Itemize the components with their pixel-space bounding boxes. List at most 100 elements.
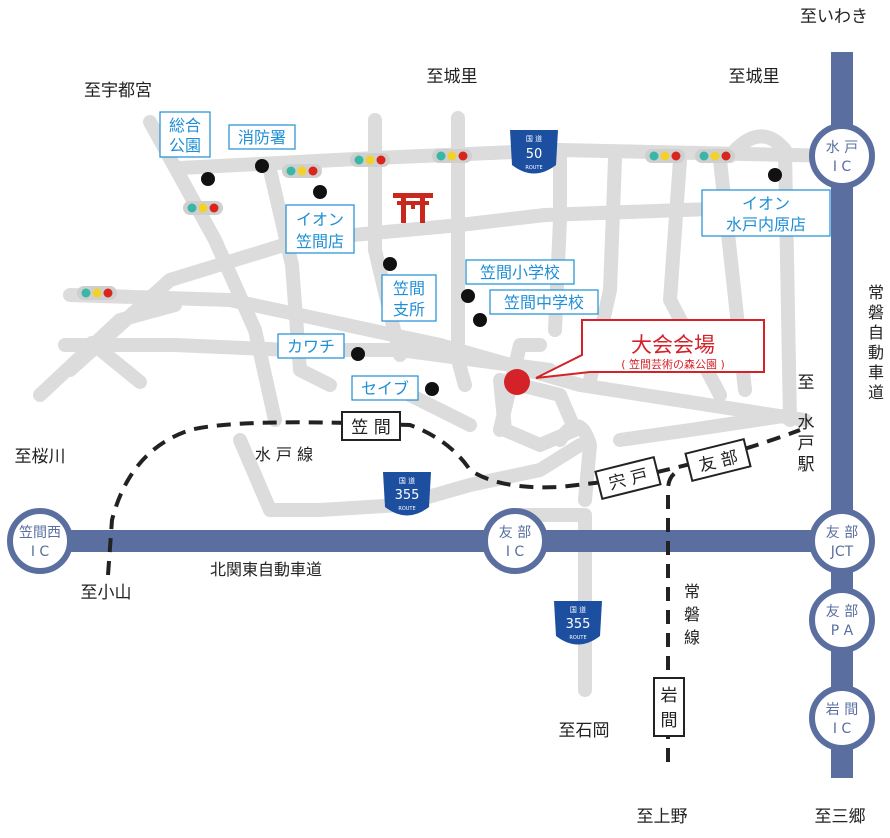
shrine-torii-icon <box>393 193 433 223</box>
venue-subtitle: ( 笠間芸術の森公園 ) <box>621 357 725 371</box>
label-kasama-shisho: 笠間 支所 <box>381 274 437 322</box>
svg-text:セイブ: セイブ <box>361 379 409 398</box>
landmark-dots <box>201 159 782 396</box>
svg-text:動: 動 <box>868 343 884 362</box>
direction-labels: 至いわき 至宇都宮 至城里 至城里 至桜川 至小山 至石岡 至上野 至三郷 至 … <box>15 7 869 827</box>
svg-text:カワチ: カワチ <box>287 337 335 356</box>
landmark-labels: 総合 公園 消防署 イオン 笠間店 笠間 支所 笠間小学校 笠間中学校 カワチ <box>159 111 831 401</box>
svg-text:常: 常 <box>868 283 884 302</box>
svg-text:友 部: 友 部 <box>826 525 858 541</box>
ic-mito: 水 戸 I C <box>809 123 875 189</box>
label-aeon-mito: イオン 水戸内原店 <box>701 189 831 237</box>
svg-text:水戸内原店: 水戸内原店 <box>726 215 806 234</box>
dir-misato: 至三郷 <box>815 807 866 827</box>
svg-text:ROUTE: ROUTE <box>398 506 415 512</box>
svg-text:国 道: 国 道 <box>526 134 542 143</box>
svg-text:355: 355 <box>566 617 591 632</box>
svg-text:岩: 岩 <box>661 686 678 706</box>
label-kawachi: カワチ <box>277 333 345 359</box>
svg-text:至: 至 <box>798 373 815 393</box>
dir-oyama: 至小山 <box>81 583 132 603</box>
landmark-dot <box>383 257 397 271</box>
traffic-light <box>183 201 223 215</box>
station-tomobe: 友 部 <box>684 437 752 483</box>
landmark-dot <box>461 289 475 303</box>
venue-title: 大会会場 <box>631 333 715 357</box>
label-kasama-elementary: 笠間小学校 <box>465 259 575 285</box>
traffic-light <box>282 164 322 178</box>
line-names: 常 磐 自 動 車 道 北関東自動車道 水 戸 線 常 磐 線 <box>210 283 884 647</box>
svg-text:50: 50 <box>526 147 543 162</box>
landmark-dot <box>255 159 269 173</box>
station-iwama: 岩 間 <box>653 677 685 737</box>
svg-text:総合: 総合 <box>169 116 201 135</box>
svg-text:笠間: 笠間 <box>393 279 425 298</box>
svg-text:笠間西: 笠間西 <box>19 525 61 541</box>
label-seven: セイブ <box>351 375 419 401</box>
station-kasama: 笠 間 <box>341 411 401 441</box>
landmark-dot <box>425 382 439 396</box>
svg-text:笠間小学校: 笠間小学校 <box>480 263 560 282</box>
svg-text:常: 常 <box>684 582 700 601</box>
svg-text:I C: I C <box>31 544 50 560</box>
svg-text:友 部: 友 部 <box>499 525 531 541</box>
traffic-lights <box>77 149 735 300</box>
svg-text:水: 水 <box>798 413 815 433</box>
svg-text:友 部: 友 部 <box>826 604 858 620</box>
svg-text:戸: 戸 <box>798 434 815 454</box>
svg-text:P A: P A <box>831 623 854 639</box>
landmark-dot <box>473 313 487 327</box>
svg-text:車: 車 <box>868 363 884 382</box>
dir-ueno: 至上野 <box>637 807 688 827</box>
dir-shirosato-right: 至城里 <box>729 67 780 87</box>
traffic-light <box>432 149 472 163</box>
landmark-dot <box>201 172 215 186</box>
dir-iwaki: 至いわき <box>800 7 868 27</box>
mito-line-label: 水 戸 線 <box>255 445 313 464</box>
label-shobosho: 消防署 <box>228 124 296 150</box>
svg-text:線: 線 <box>684 628 700 647</box>
svg-text:消防署: 消防署 <box>238 128 286 147</box>
svg-text:自: 自 <box>868 323 884 342</box>
ic-iwama: 岩 間 I C <box>809 685 875 751</box>
label-aeon-kasama: イオン 笠間店 <box>285 204 355 254</box>
label-sogo-koen: 総合 公園 <box>159 111 211 158</box>
traffic-light <box>77 286 117 300</box>
traffic-light <box>695 149 735 163</box>
svg-text:イオン: イオン <box>742 194 790 213</box>
landmark-dot <box>768 168 782 182</box>
joban-expressway-label: 常 磐 自 動 車 道 <box>868 283 884 402</box>
dir-utsunomiya: 至宇都宮 <box>84 81 152 101</box>
joban-line-label: 常 磐 線 <box>684 582 700 647</box>
venue-dot <box>504 369 530 395</box>
svg-text:ROUTE: ROUTE <box>525 165 542 171</box>
kitakanto-expressway-label: 北関東自動車道 <box>210 560 322 579</box>
svg-text:磐: 磐 <box>684 605 700 624</box>
svg-text:355: 355 <box>395 488 420 503</box>
station-shishido: 宍 戸 <box>594 455 662 501</box>
svg-text:I C: I C <box>833 721 852 737</box>
pa-tomobe: 友 部 P A <box>809 587 875 653</box>
svg-text:支所: 支所 <box>393 300 425 319</box>
svg-text:磐: 磐 <box>868 303 884 322</box>
venue-marker: 大会会場 ( 笠間芸術の森公園 ) <box>504 319 765 395</box>
dir-shirosato-center: 至城里 <box>427 67 478 87</box>
route-50-shield: 国 道 50 ROUTE <box>510 130 558 174</box>
svg-text:水 戸: 水 戸 <box>826 140 858 156</box>
svg-text:国 道: 国 道 <box>570 605 586 614</box>
interchanges: 水 戸 I C 笠間西 I C 友 部 I C 友 部 JCT 友 部 P A … <box>7 123 875 751</box>
route-355-shield-north: 国 道 355 ROUTE <box>383 472 431 516</box>
traffic-light <box>350 153 390 167</box>
ic-kasamanishi: 笠間西 I C <box>7 508 73 574</box>
svg-text:笠間店: 笠間店 <box>296 232 344 251</box>
svg-text:国 道: 国 道 <box>399 476 415 485</box>
svg-text:ROUTE: ROUTE <box>569 635 586 641</box>
svg-text:JCT: JCT <box>830 544 854 560</box>
dir-sakuragawa: 至桜川 <box>15 447 66 467</box>
landmark-dot <box>313 185 327 199</box>
svg-text:I C: I C <box>506 544 525 560</box>
traffic-light <box>645 149 685 163</box>
svg-text:駅: 駅 <box>798 455 815 475</box>
railway-lines <box>106 420 801 762</box>
